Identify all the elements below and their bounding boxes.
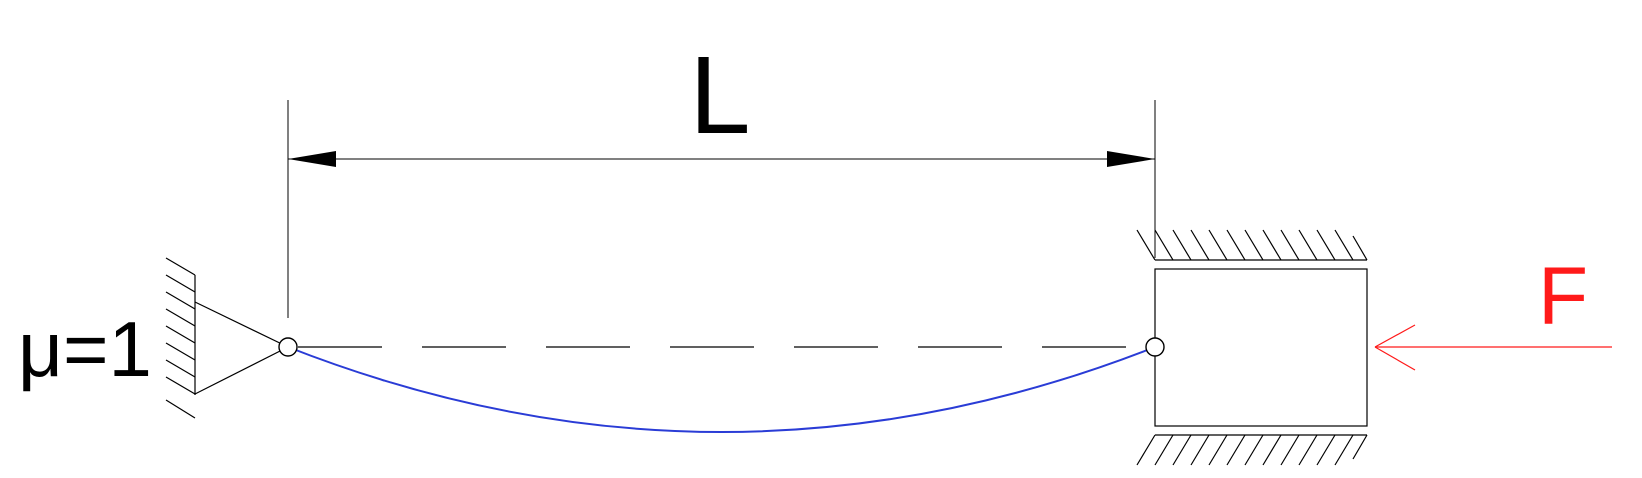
dimension-length xyxy=(287,100,1156,318)
force-arrow xyxy=(1374,324,1612,371)
force-arrowhead-lower xyxy=(1374,346,1416,371)
pin-joint-right xyxy=(1145,337,1165,357)
length-label: L xyxy=(689,34,750,157)
pin-joint-left xyxy=(278,337,298,357)
guide-bottom-hatching xyxy=(1136,434,1368,466)
force-label: F xyxy=(1538,251,1588,342)
dimension-arrow-left-icon xyxy=(288,151,336,167)
guided-support-right xyxy=(1136,229,1368,466)
dimension-arrow-right-icon xyxy=(1107,151,1155,167)
sliding-block xyxy=(1154,268,1368,427)
length-factor-label: μ=1 xyxy=(18,305,152,393)
support-hatching xyxy=(165,257,196,419)
force-arrowhead-upper xyxy=(1374,324,1416,348)
pinned-support-left xyxy=(165,257,289,419)
support-strut-lower xyxy=(194,346,289,395)
support-strut-upper xyxy=(194,301,289,348)
guide-top-hatching xyxy=(1136,229,1368,261)
deflected-shape xyxy=(287,346,1156,433)
